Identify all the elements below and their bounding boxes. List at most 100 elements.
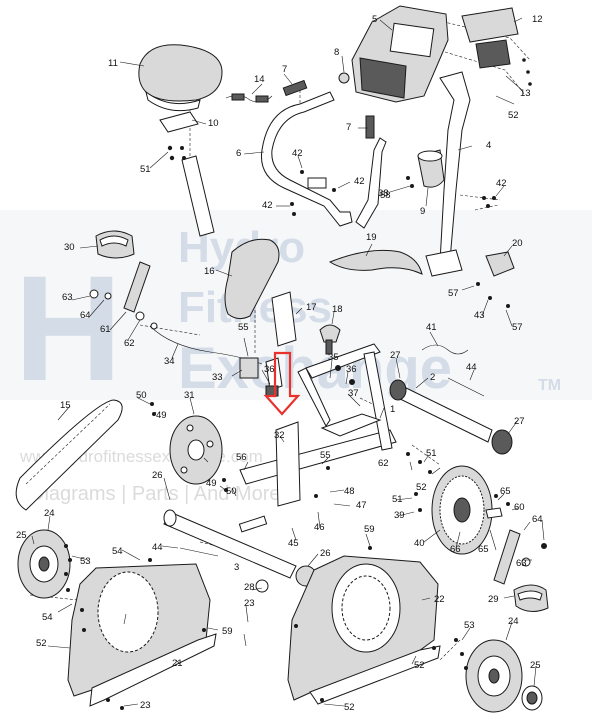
callout-c51c: 51 <box>392 494 403 505</box>
callout-c44b: 44 <box>152 542 163 553</box>
callout-c10: 10 <box>208 118 219 129</box>
stabilizer-cap <box>491 429 513 455</box>
seat-tube-area <box>224 238 341 355</box>
callout-c50b: 50 <box>226 486 237 497</box>
right-shield <box>287 546 441 705</box>
shroud-parts <box>328 249 515 308</box>
seat-tube-cover <box>224 238 280 320</box>
rear-stabilizer <box>163 509 317 593</box>
resistance-cable <box>149 325 469 379</box>
belt <box>15 399 123 511</box>
callout-c26b: 26 <box>320 548 331 559</box>
callout-c4: 4 <box>486 140 491 151</box>
upright-tube <box>406 71 496 277</box>
seat-post <box>181 155 215 237</box>
callout-c29: 29 <box>488 594 499 605</box>
callout-c15: 15 <box>60 400 71 411</box>
callout-c8: 8 <box>334 47 339 58</box>
callout-c25b: 25 <box>530 660 541 671</box>
callout-c52d: 52 <box>344 702 355 713</box>
end-cap <box>338 72 350 84</box>
callout-c1: 1 <box>390 404 395 415</box>
watermark-trademark: TM <box>538 377 561 394</box>
callout-c62b: 62 <box>378 458 389 469</box>
seat-bracket <box>159 111 199 133</box>
callout-c52e: 52 <box>416 482 427 493</box>
left-shield <box>67 558 217 710</box>
callout-c27b: 27 <box>514 416 525 427</box>
callout-c13: 13 <box>520 88 531 99</box>
callout-c55b: 55 <box>320 450 331 461</box>
callout-c59a: 59 <box>364 524 375 535</box>
callout-c42b: 42 <box>354 176 365 187</box>
watermark-tagline: Diagrams | Parts | And More <box>30 483 280 505</box>
callout-c66: 66 <box>450 544 461 555</box>
seat-assembly <box>138 44 223 237</box>
callout-c60: 60 <box>514 502 525 513</box>
callout-c41: 41 <box>426 322 437 333</box>
callout-c17: 17 <box>306 302 317 313</box>
callout-c47: 47 <box>356 500 367 511</box>
callout-c7a: 7 <box>282 64 287 75</box>
callout-c61: 61 <box>100 324 111 335</box>
callout-c50a: 50 <box>136 390 147 401</box>
right-crank <box>493 529 521 585</box>
callout-c28: 28 <box>244 582 255 593</box>
left-pedal-crank <box>89 230 158 330</box>
callout-c49a: 49 <box>156 410 167 421</box>
callout-c43: 43 <box>474 310 485 321</box>
callout-c23b: 23 <box>140 700 151 711</box>
bracket-32 <box>275 421 301 507</box>
callout-c38: 38 <box>378 188 389 199</box>
seat-tube <box>271 291 297 347</box>
callout-c42c: 42 <box>262 200 273 211</box>
drive-belt <box>15 399 123 511</box>
callout-c64b: 64 <box>532 514 543 525</box>
knob <box>319 324 341 343</box>
callout-c48: 48 <box>344 486 355 497</box>
callout-c24a: 24 <box>44 508 55 519</box>
handlebar <box>260 91 353 227</box>
leader-lines <box>31 17 545 707</box>
callout-c59b: 59 <box>222 626 233 637</box>
callout-c52a: 52 <box>508 110 519 121</box>
callout-c37: 37 <box>348 388 359 399</box>
callout-c34: 34 <box>164 356 175 367</box>
callout-c54a: 54 <box>112 546 123 557</box>
callout-c14: 14 <box>254 74 265 85</box>
console-assembly <box>351 5 532 103</box>
callout-c42d: 42 <box>496 178 507 189</box>
callout-c51b: 51 <box>426 448 437 459</box>
callout-c2: 2 <box>430 372 435 383</box>
callout-c35: 35 <box>328 352 339 363</box>
handlebar-assembly <box>225 72 387 229</box>
callout-c65b: 65 <box>478 544 489 555</box>
left-crank <box>123 261 151 313</box>
callout-c42a: 42 <box>292 148 303 159</box>
callout-c56: 56 <box>236 452 247 463</box>
callout-c45: 45 <box>288 538 299 549</box>
grip-left <box>282 79 308 97</box>
callout-c62a: 62 <box>124 338 135 349</box>
callout-c3: 3 <box>234 562 239 573</box>
grip-right <box>365 115 375 139</box>
callout-c22: 22 <box>434 594 445 605</box>
callout-c31: 31 <box>184 390 195 401</box>
callout-c53b: 53 <box>464 620 475 631</box>
clip <box>485 251 515 277</box>
callout-c44a: 44 <box>466 362 477 373</box>
callout-c40: 40 <box>414 538 425 549</box>
callout-c49b: 49 <box>206 478 217 489</box>
callout-c36a: 36 <box>264 364 275 375</box>
callout-c51a: 51 <box>140 164 151 175</box>
left-disc <box>17 529 72 599</box>
callout-c36b: 36 <box>346 364 357 375</box>
main-frame <box>238 343 397 533</box>
callout-c23a: 23 <box>244 598 255 609</box>
callout-c11: 11 <box>108 58 118 69</box>
callout-c39: 39 <box>394 510 405 521</box>
callout-c18: 18 <box>332 304 343 315</box>
callout-c16: 16 <box>204 266 215 277</box>
